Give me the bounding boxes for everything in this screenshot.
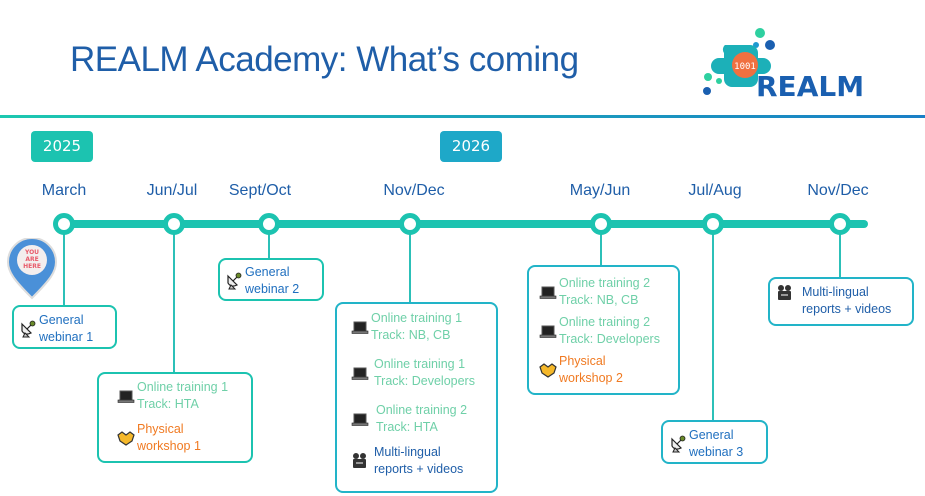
event-multilingual-reports: Multi-lingual reports + videos (351, 444, 492, 478)
event-subtitle: webinar 3 (689, 445, 744, 459)
event-subtitle: webinar 1 (39, 330, 94, 344)
year-badge-2026: 2026 (440, 131, 502, 162)
event-box-mayjun-2026: Online training 2 Track: NB, CB Online tr… (527, 265, 680, 395)
month-label: May/Jun (569, 182, 631, 199)
event-title: General (39, 313, 84, 327)
timeline-node-junjul-2025 (163, 213, 185, 235)
event-box-novdec-2026: Multi-lingual reports + videos (768, 277, 914, 326)
timeline-node-mayjun-2026 (590, 213, 612, 235)
event-online-training-1-nbcb: Online training 1 Track: NB, CB (351, 310, 492, 344)
event-general-webinar-2: General webinar 2 (225, 264, 317, 298)
event-track: Track: Developers (374, 374, 475, 388)
event-title: General (689, 428, 734, 442)
timeline-node-septoct-2025 (258, 213, 280, 235)
event-subtitle: webinar 2 (245, 282, 300, 296)
timeline-node-novdec-2025 (399, 213, 421, 235)
timeline-node-novdec-2026 (829, 213, 851, 235)
event-general-webinar-3: General webinar 3 (669, 427, 760, 461)
event-box-septoct-2025: General webinar 2 (218, 258, 324, 301)
event-general-webinar-1: General webinar 1 (19, 312, 110, 346)
connector (63, 230, 65, 306)
you-are-here-pin-icon: YOU ARE HERE (6, 238, 58, 300)
laptop-icon (539, 322, 557, 340)
satellite-dish-icon (669, 435, 687, 453)
page-title: REALM Academy: What’s coming (70, 40, 579, 79)
month-label: Nov/Dec (383, 182, 445, 199)
month-label: Jun/Jul (146, 182, 198, 199)
logo-text: REALM (756, 70, 864, 103)
connector (268, 230, 270, 259)
year-badge-2025: 2025 (31, 131, 93, 162)
logo-digits: 1001 (734, 62, 756, 72)
event-title: General (245, 265, 290, 279)
realm-logo: 1001 REALM (703, 28, 864, 103)
month-label: Jul/Aug (688, 182, 742, 199)
event-box-march-2025: General webinar 1 (12, 305, 117, 349)
timeline-node-march-2025 (53, 213, 75, 235)
event-box-novdec-2025: Online training 1 Track: NB, CB Online tr… (335, 302, 498, 493)
connector (173, 230, 175, 373)
event-box-junjul-2025: Online training 1 Track: HTA Physical work… (97, 372, 253, 463)
event-online-training-2-developers: Online training 2 Track: Developers (539, 314, 674, 348)
event-physical-workshop-1: Physical workshop 1 (117, 421, 245, 455)
event-title: Online training 2 (559, 315, 651, 329)
event-physical-workshop-2: Physical workshop 2 (539, 353, 674, 387)
laptop-icon (351, 318, 369, 336)
event-title: Online training 1 (137, 380, 229, 394)
event-title: Physical (137, 422, 184, 436)
svg-text:HERE: HERE (23, 263, 41, 270)
event-subtitle: reports + videos (802, 302, 892, 316)
event-title: Online training 1 (371, 311, 463, 325)
event-subtitle: workshop 2 (559, 371, 623, 385)
event-multilingual-reports: Multi-lingual reports + videos (776, 284, 906, 318)
event-track: Track: HTA (137, 397, 199, 411)
laptop-icon (117, 387, 135, 405)
svg-text:YOU: YOU (24, 249, 39, 256)
event-online-training-2-hta: Online training 2 Track: HTA (351, 402, 492, 436)
month-label: March (41, 182, 87, 199)
header-divider (0, 115, 925, 118)
event-title: Online training 2 (376, 403, 468, 417)
event-subtitle: reports + videos (374, 462, 464, 476)
event-title: Physical (559, 354, 606, 368)
timeline-track (55, 220, 868, 228)
month-label: Sept/Oct (228, 182, 292, 199)
handshake-heart-icon (539, 361, 557, 379)
event-title: Multi-lingual (374, 445, 441, 459)
handshake-heart-icon (117, 429, 135, 447)
laptop-icon (539, 283, 557, 301)
event-title: Online training 1 (374, 357, 466, 371)
camera-icon (351, 452, 369, 470)
event-track: Track: HTA (376, 420, 438, 434)
camera-icon (776, 284, 794, 302)
event-online-training-1-developers: Online training 1 Track: Developers (351, 356, 492, 390)
satellite-dish-icon (19, 320, 37, 338)
connector (839, 230, 841, 278)
event-online-training-2-nbcb: Online training 2 Track: NB, CB (539, 275, 674, 309)
connector (712, 230, 714, 421)
svg-text:ARE: ARE (25, 256, 38, 263)
event-box-julaug-2026: General webinar 3 (661, 420, 768, 464)
event-online-training-1-hta: Online training 1 Track: HTA (117, 379, 245, 413)
satellite-dish-icon (225, 272, 243, 290)
connector (409, 230, 411, 303)
timeline-node-julaug-2026 (702, 213, 724, 235)
event-track: Track: NB, CB (559, 293, 639, 307)
event-title: Online training 2 (559, 276, 651, 290)
event-subtitle: workshop 1 (137, 439, 201, 453)
laptop-icon (351, 364, 369, 382)
event-track: Track: NB, CB (371, 328, 451, 342)
laptop-icon (351, 410, 369, 428)
event-title: Multi-lingual (802, 285, 869, 299)
event-track: Track: Developers (559, 332, 660, 346)
connector (600, 230, 602, 266)
month-label: Nov/Dec (807, 182, 869, 199)
